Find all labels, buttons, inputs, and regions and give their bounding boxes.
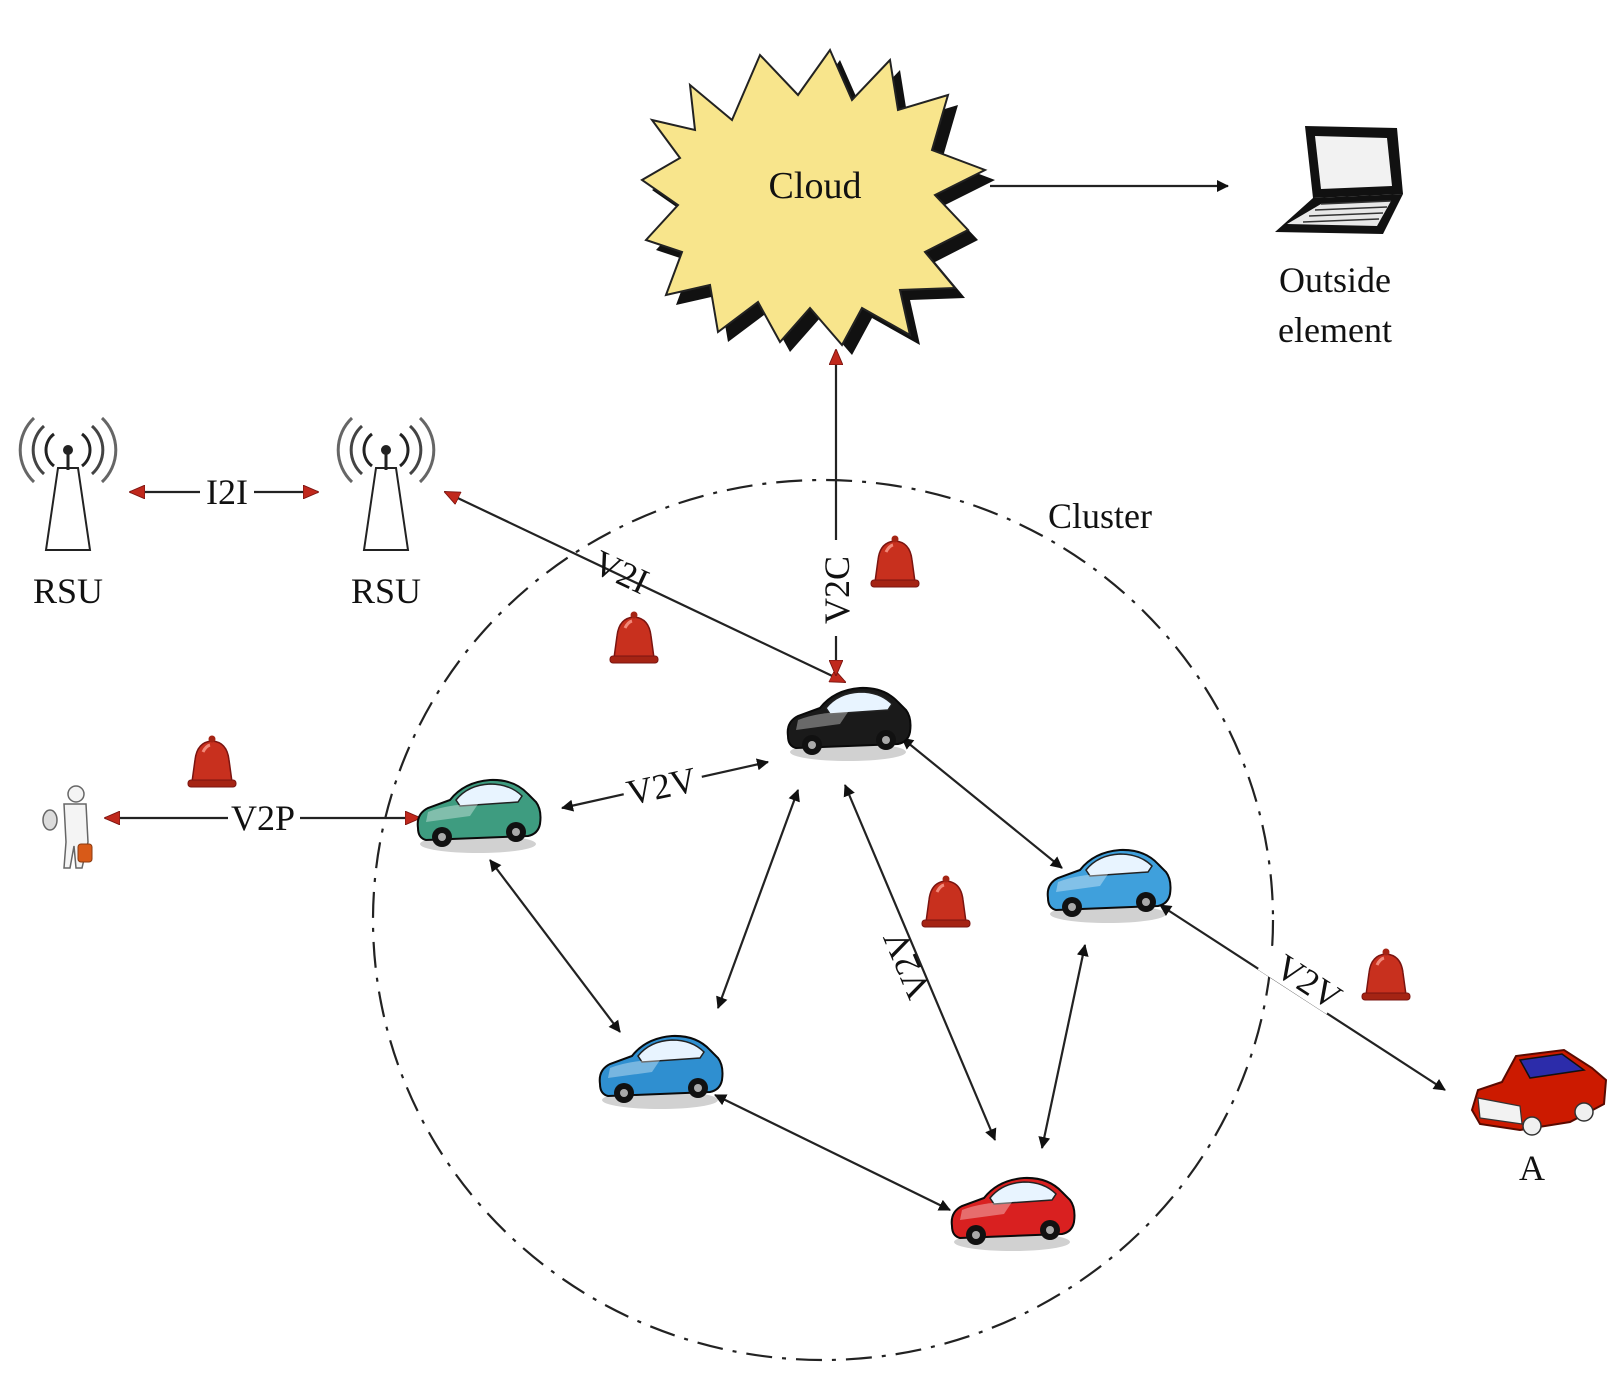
v2v-green-blue (489, 859, 621, 1033)
car-icon (1046, 848, 1172, 924)
car-blue (598, 1034, 724, 1110)
v2v-red-lightblue (1038, 944, 1089, 1149)
v2p-label: V2P (231, 798, 295, 838)
car-red (950, 1176, 1076, 1252)
car-icon (786, 686, 912, 762)
cluster-label: Cluster (1048, 496, 1152, 536)
car-lightblue (1046, 848, 1172, 924)
rsu-left-label: RSU (33, 571, 103, 611)
car-green (416, 778, 542, 854)
v2c-label: V2C (817, 556, 857, 624)
person-icon (42, 785, 93, 869)
v2v-black-red (843, 784, 997, 1141)
v2v-center-label: V2V (875, 925, 939, 1005)
cloud-shape (640, 47, 988, 347)
car-icon (598, 1034, 724, 1110)
bell-icon (1360, 947, 1412, 1002)
car-icon (950, 1176, 1076, 1252)
rsu-right-label: RSU (351, 571, 421, 611)
v2v-black-lightblue (901, 737, 1063, 869)
car-black (786, 686, 912, 762)
outside-element-label-line2: element (1278, 310, 1392, 350)
rsu-right: RSU (336, 416, 436, 611)
bell-icon (869, 534, 921, 589)
v2i-link (445, 491, 845, 683)
outside-element-label-line1: Outside (1279, 260, 1391, 300)
car-icon (1470, 1048, 1608, 1136)
car-a (1470, 1048, 1608, 1136)
cloud-label: Cloud (769, 165, 862, 207)
car-icon (416, 778, 542, 854)
i2i-label: I2I (206, 472, 248, 512)
v2v-blue-black (716, 789, 800, 1009)
rsu-left: RSU (18, 416, 118, 611)
v2i-label: V2I (587, 542, 655, 602)
antenna-tower-icon (336, 416, 436, 552)
bell-icon (920, 874, 972, 929)
laptop-icon (1275, 126, 1403, 234)
v2v-blue-red (714, 1094, 951, 1211)
bell-icon (608, 610, 660, 665)
car-a-label: A (1519, 1148, 1545, 1188)
cloud-node: Cloud (640, 47, 995, 355)
antenna-tower-icon (18, 416, 118, 552)
bell-icon (186, 734, 238, 789)
